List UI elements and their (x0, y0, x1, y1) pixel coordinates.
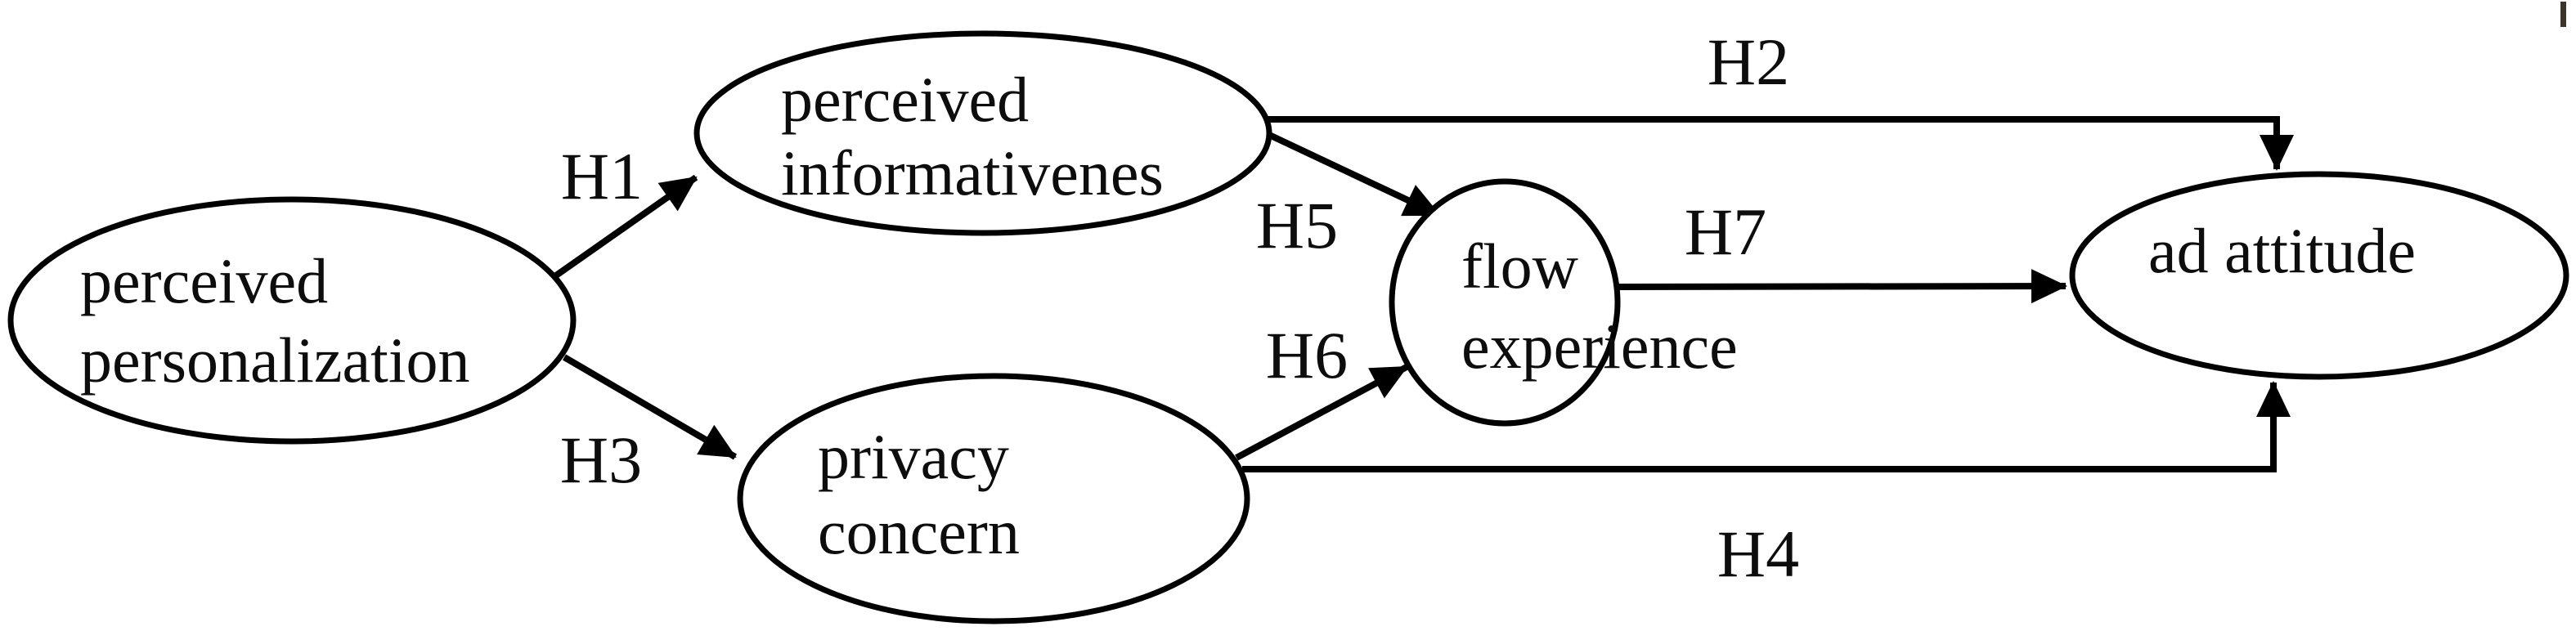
edge-label-h1: H1 (561, 139, 643, 213)
node-ellipse-flow-experience (1389, 178, 1621, 427)
edge-label-h5: H5 (1256, 188, 1338, 262)
edge-h3-arrow (562, 354, 738, 460)
edge-h1-arrow (554, 174, 698, 279)
edge-label-h6: H6 (1266, 318, 1348, 392)
edge-h4-arrow (1242, 381, 2291, 472)
node-ad-attitude: ad attitude (2069, 171, 2569, 380)
node-label-line: informativenes (781, 137, 1164, 208)
edge-h7-arrow (1617, 269, 2067, 304)
node-privacy-concern: privacy concern (737, 373, 1250, 624)
scan-artifact-mark (2560, 2, 2566, 27)
node-perceived-personalization: perceived personalization (7, 196, 577, 445)
edge-h5-arrow (1268, 132, 1441, 218)
edge-label-h3: H3 (560, 423, 642, 497)
node-ellipse-perceived-informativenes (693, 30, 1272, 236)
node-label-line: flow (1461, 230, 1578, 302)
node-label-line: privacy (818, 421, 1009, 492)
edge-h6-arrow (1235, 364, 1408, 461)
edge-label-group: H1 H2 H3 H4 H5 H6 H7 (560, 25, 1799, 591)
edge-label-h7: H7 (1685, 195, 1766, 269)
node-label-line: concern (818, 496, 1020, 567)
edge-label-h4: H4 (1717, 517, 1799, 591)
node-label-line: perceived (80, 245, 328, 316)
edge-group (554, 116, 2294, 472)
node-label-line: perceived (781, 64, 1029, 135)
node-ellipse-perceived-personalization (7, 196, 577, 445)
node-label-line: ad attitude (2148, 215, 2416, 286)
node-ellipse-privacy-concern (737, 373, 1250, 624)
edge-h2-arrow (1266, 116, 2294, 171)
node-perceived-informativenes: perceived informativenes (693, 30, 1272, 236)
node-ellipse-ad-attitude (2069, 171, 2569, 380)
edge-label-h2: H2 (1708, 25, 1789, 99)
node-label-line: experience (1461, 311, 1738, 382)
node-label-line: personalization (80, 324, 470, 396)
node-flow-experience: flow experience (1389, 178, 1738, 427)
